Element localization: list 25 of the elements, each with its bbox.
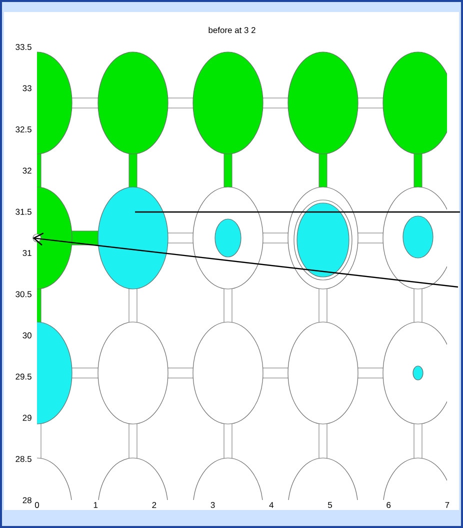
axis-tick-label: 4 bbox=[269, 502, 274, 508]
axis-tick-label: 29.5 bbox=[16, 374, 32, 380]
axis-tick-label: 30.5 bbox=[16, 291, 32, 298]
inlet-point bbox=[32, 234, 42, 242]
leader-line bbox=[32, 232, 458, 288]
axis-tick-label: 31 bbox=[22, 250, 32, 256]
axis-tick-label: 1 bbox=[94, 502, 98, 508]
leader-line bbox=[135, 211, 460, 213]
axis-tick-label: 33.5 bbox=[16, 44, 32, 50]
axis-tick-label: 31.5 bbox=[16, 208, 32, 215]
axis-tick-label: 30 bbox=[22, 332, 32, 338]
axis-tick-label: 28 bbox=[22, 497, 32, 504]
axis-tick-label: 28.5 bbox=[16, 456, 32, 462]
axis-tick-label: 3 bbox=[210, 502, 215, 508]
axis-tick-label: 33 bbox=[22, 85, 32, 92]
axis-tick-label: 6 bbox=[386, 502, 391, 508]
axis-tick-label: 32.5 bbox=[16, 126, 32, 132]
pore-ellipse bbox=[98, 186, 168, 290]
axis-tick-label: 32 bbox=[22, 168, 32, 174]
axis-tick-label: 29 bbox=[22, 414, 32, 421]
axis-tick-label: 7 bbox=[445, 502, 450, 508]
axis-tick-label: 5 bbox=[328, 502, 332, 508]
axis-tick-label: 0 bbox=[34, 502, 40, 508]
chart-title: before at 3 2 bbox=[208, 26, 256, 34]
axis-tick-label: 2 bbox=[152, 502, 156, 508]
